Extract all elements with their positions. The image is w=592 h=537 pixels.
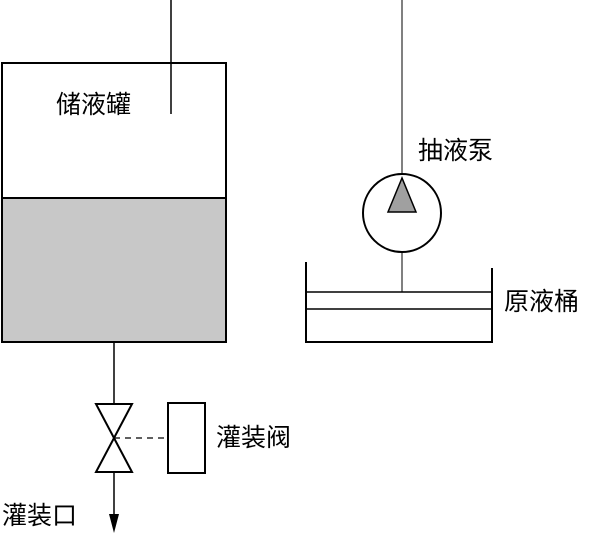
storage-tank-liquid [2,198,226,342]
filling-valve-lower-triangle [94,435,134,473]
source-barrel-label: 原液桶 [504,287,579,316]
filling-valve-actuator [167,402,206,474]
filling-outlet-arrow-head [109,514,119,533]
filling-outlet-label: 灌装口 [2,501,77,530]
pump-label: 抽液泵 [418,136,493,165]
storage-tank-label: 储液罐 [56,90,131,119]
filling-valve-label: 灌装阀 [216,423,291,452]
source-barrel-body [305,262,493,343]
pump-direction-triangle [386,176,418,213]
filling-valve-upper-triangle [94,403,134,441]
